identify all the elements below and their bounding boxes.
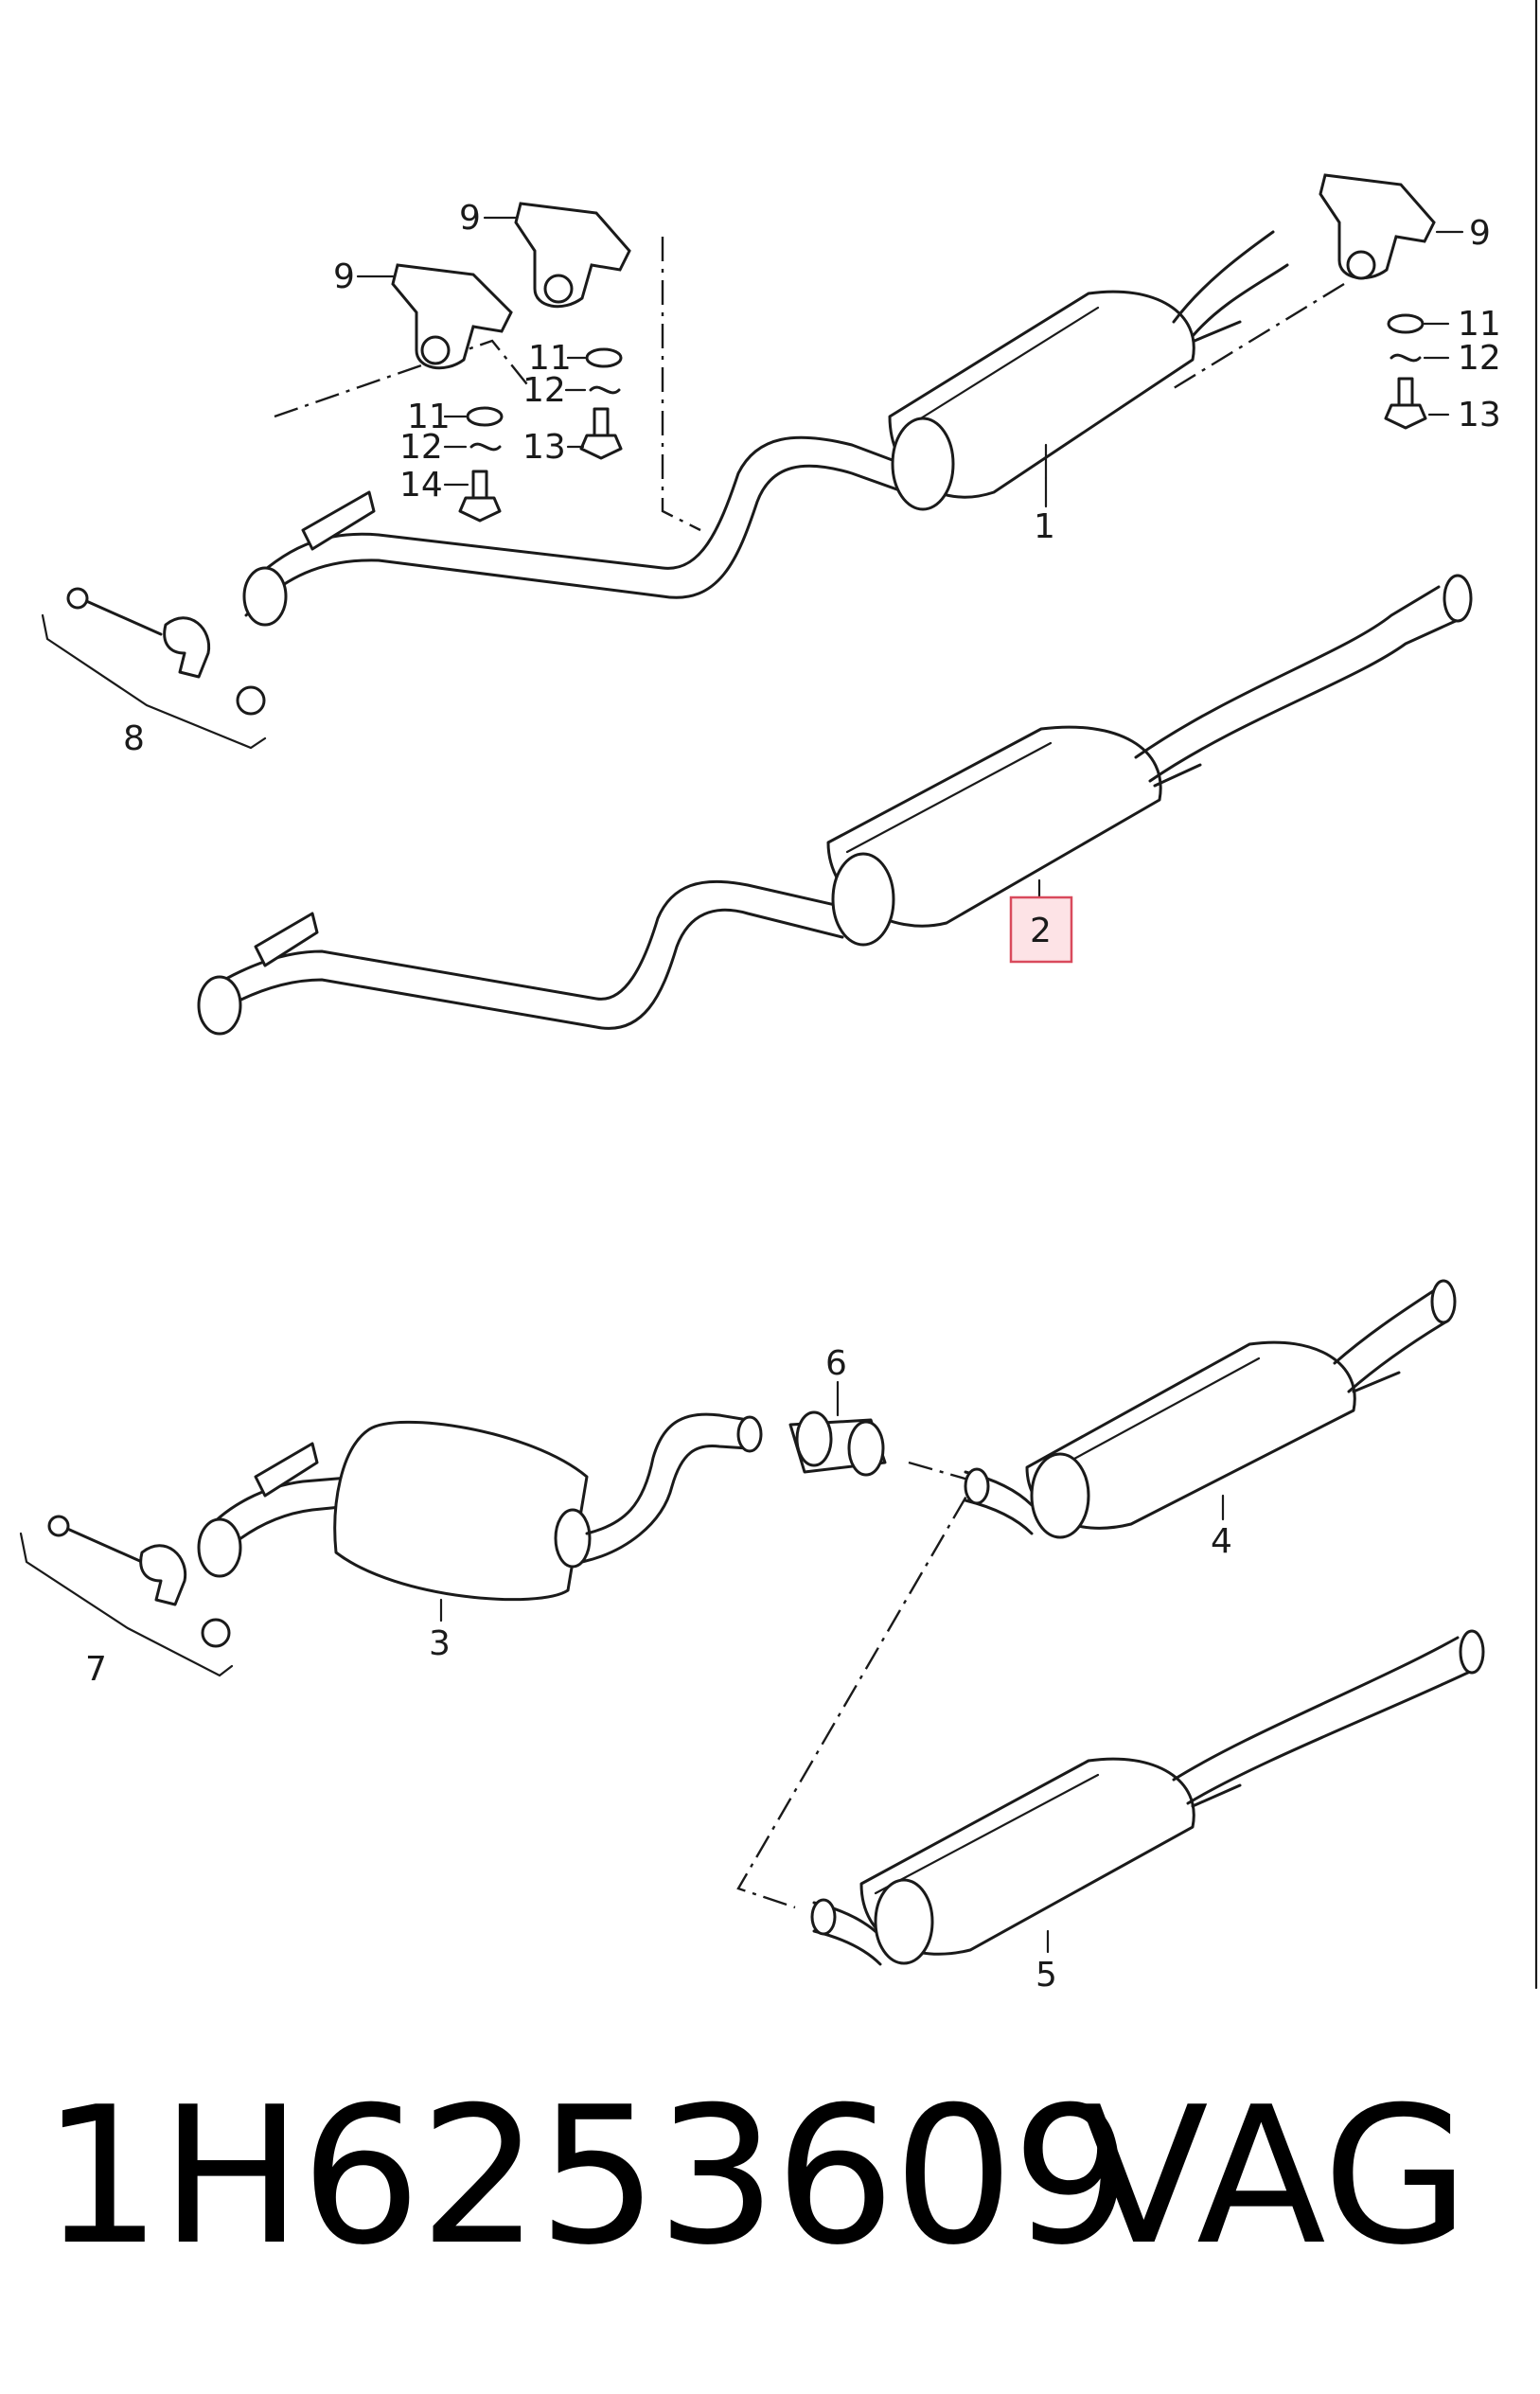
part-number: 1H6253609 <box>42 2066 1132 2287</box>
callout-12-a: 12 <box>399 428 443 467</box>
callout-9-c: 9 <box>1469 214 1491 253</box>
callout-6: 6 <box>825 1344 847 1383</box>
callout-9-b: 9 <box>459 199 481 238</box>
callout-11-a: 11 <box>407 398 451 436</box>
callout-5: 5 <box>1036 1956 1057 1995</box>
clamp-7: 7 <box>19 1515 234 1689</box>
callout-1: 1 <box>1034 507 1055 546</box>
callout-11-b: 11 <box>528 339 572 378</box>
callout-12-c: 12 <box>1458 339 1501 378</box>
callout-9-a: 9 <box>333 257 355 296</box>
callout-7: 7 <box>85 1650 107 1689</box>
callout-12-b: 12 <box>522 371 566 410</box>
assembly-3: 3 <box>197 1412 763 1663</box>
assembly-2: 2 <box>197 574 1473 1036</box>
callout-2-highlight <box>1009 896 1073 964</box>
callout-2: 2 <box>1030 912 1052 950</box>
assembly-5: 5 <box>810 1629 1485 1995</box>
clamp-6: 6 <box>788 1344 887 1477</box>
callout-4: 4 <box>1211 1522 1232 1561</box>
callout-3: 3 <box>429 1624 451 1663</box>
callout-11-c: 11 <box>1458 305 1501 344</box>
clamp-8: 8 <box>41 587 267 758</box>
hanger-set-right: 9 11 12 13 <box>1319 173 1501 434</box>
callout-8: 8 <box>123 719 145 758</box>
callout-14: 14 <box>399 466 443 505</box>
hanger-set-left: 9 9 11 12 14 11 12 13 <box>333 199 631 523</box>
brand-name: VAG <box>1079 2066 1470 2287</box>
assembly-1: 1 <box>242 230 1345 627</box>
callout-13-b: 13 <box>1458 396 1501 434</box>
callout-13-a: 13 <box>522 428 566 467</box>
assembly-4: 4 <box>964 1279 1457 1561</box>
